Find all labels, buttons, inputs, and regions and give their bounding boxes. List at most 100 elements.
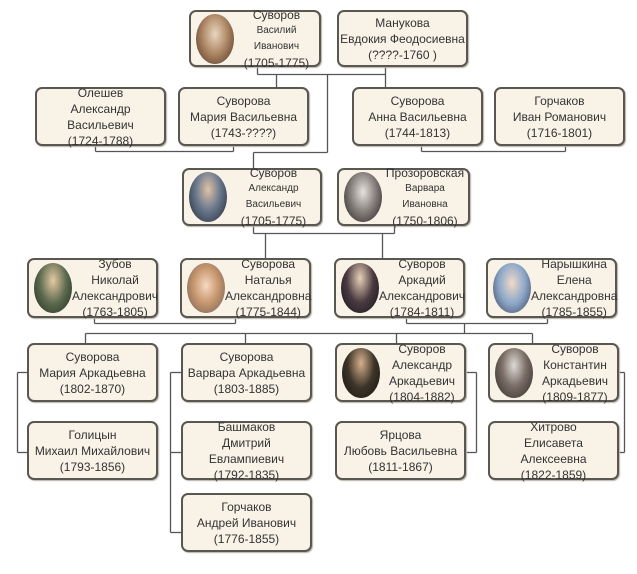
name-line: Анна Васильевна [368, 109, 467, 124]
name-line: Суворова [65, 349, 120, 364]
name-line: Суворова [219, 349, 274, 364]
life-dates: (????-1760 ) [368, 47, 437, 62]
portrait-image [344, 172, 382, 222]
life-dates: (1705-1775) [240, 214, 307, 228]
name-line: Константин [543, 357, 607, 372]
portrait-image [341, 263, 379, 313]
name-line: Аркадьевич [388, 373, 456, 388]
name-line: Суворов [398, 257, 446, 271]
name-line: Николай [91, 273, 139, 287]
name-line: Прозоровская [385, 166, 465, 180]
name-line: Елена [556, 273, 592, 287]
name-line: Суворов [551, 341, 599, 356]
portrait-image [493, 263, 531, 313]
name-line: Суворова [241, 257, 296, 271]
life-dates: (1792-1835) [213, 467, 280, 482]
life-dates: (1803-1885) [213, 381, 280, 396]
name-line: Зубов [98, 257, 132, 271]
name-line: Суворов [249, 166, 298, 180]
name-line: Александровна [531, 289, 618, 303]
name-line: Александрович [72, 289, 159, 303]
name-line: Горчаков [534, 93, 585, 108]
name-line: Мария Васильевна [190, 109, 297, 124]
name-line: Ярцова [379, 427, 422, 442]
name-line: Голицын [68, 427, 117, 442]
life-dates: (1716-1801) [526, 125, 593, 140]
life-dates: (1804-1882) [389, 389, 455, 404]
portrait-image [189, 172, 227, 222]
name-line: Андрей Иванович [196, 515, 297, 530]
name-line: Манукова [375, 15, 430, 30]
portrait-image [495, 347, 533, 398]
life-dates: (1775-1844) [235, 305, 301, 319]
portrait-image [196, 13, 234, 64]
name-line: Елисавета Алексеевна [520, 435, 587, 466]
name-line: Дмитрий Евлампиевич [208, 435, 285, 466]
name-line: Варвара Ивановна [402, 183, 448, 210]
name-line: Олешев [77, 85, 124, 100]
name-line: Горчаков [221, 499, 272, 514]
name-line: Варвара Аркадьевна [187, 365, 306, 380]
name-line: Хитрово [530, 419, 577, 434]
life-dates: (1802-1870) [59, 381, 126, 396]
name-line: Башмаков [217, 419, 276, 434]
name-line: Александрович [379, 289, 466, 303]
life-dates: (1724-1788) [67, 133, 134, 148]
name-line: Иван Романович [512, 109, 607, 124]
life-dates: (1785-1855) [541, 305, 607, 319]
name-line: Суворов [398, 341, 446, 356]
name-line: Мария Аркадьевна [39, 365, 146, 380]
name-line: Любовь Васильевна [343, 443, 458, 458]
life-dates: (1784-1811) [389, 305, 455, 319]
portrait-image [342, 347, 380, 398]
life-dates: (1750-1806) [392, 214, 458, 228]
life-dates: (1763-1805) [82, 305, 148, 319]
name-line: Нарышкина [541, 257, 607, 271]
name-line: Михаил Михайлович [34, 443, 151, 458]
name-line: Суворова [216, 93, 271, 108]
life-dates: (1744-1813) [384, 125, 451, 140]
portrait-image [187, 263, 225, 313]
name-line: Александр [391, 357, 453, 372]
name-line: Василий Иванович [253, 24, 300, 52]
name-line: Аркадьевич [541, 373, 609, 388]
name-line: Александр Васильевич [67, 101, 134, 132]
